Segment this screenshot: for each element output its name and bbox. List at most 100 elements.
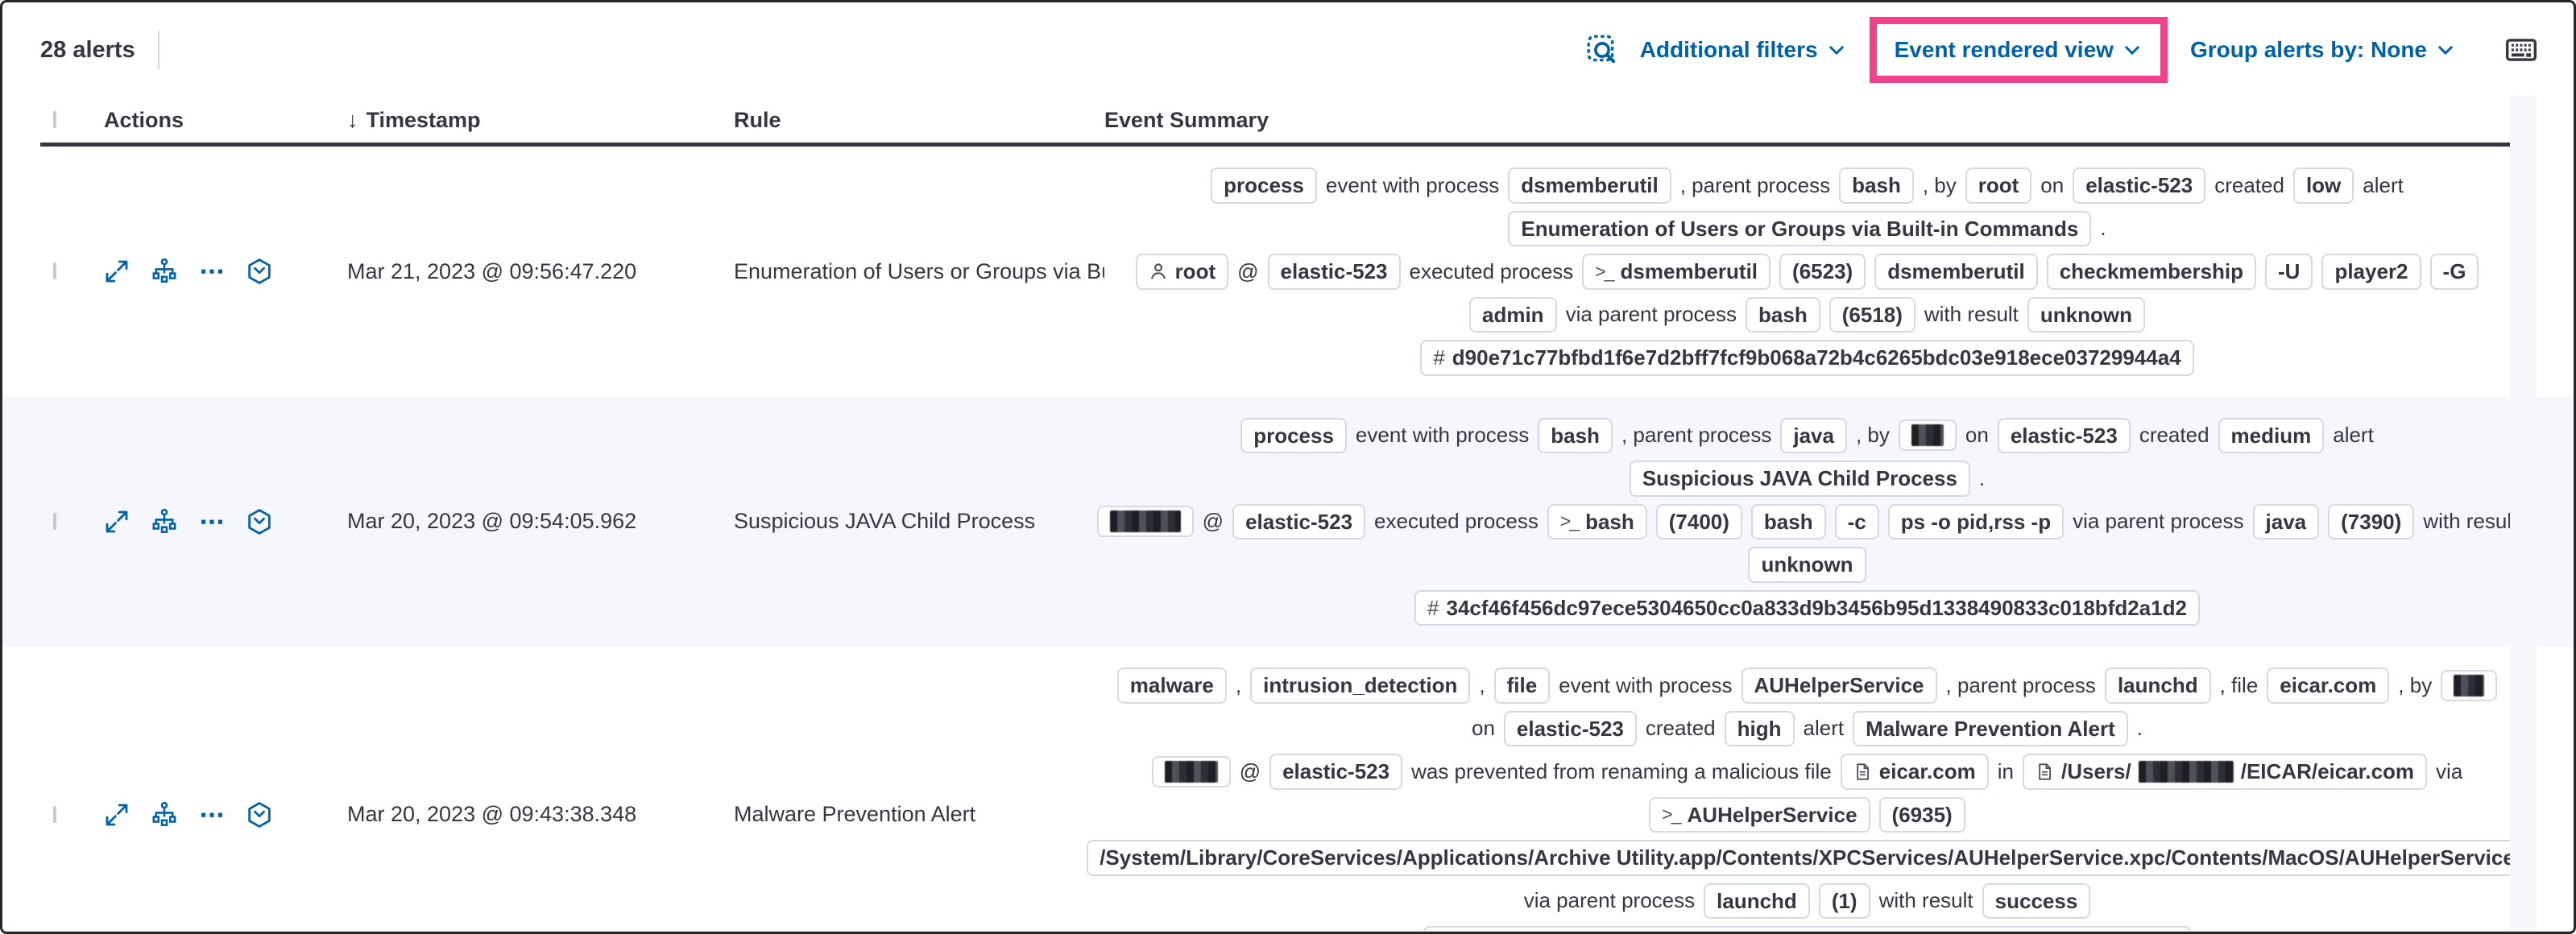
event-summary-badge[interactable]: (7390) [2328, 503, 2415, 539]
analyze-event-button[interactable] [151, 258, 178, 285]
event-summary-badge[interactable]: admin [1468, 296, 1557, 333]
event-summary-badge[interactable]: Suspicious JAVA Child Process [1629, 461, 1970, 497]
event-summary-badge[interactable]: unknown [2027, 296, 2145, 333]
event-summary-badge[interactable]: player2 [2321, 254, 2421, 290]
event-summary-badge[interactable]: java [2252, 503, 2320, 539]
row-checkbox[interactable] [53, 512, 56, 530]
user-icon [1149, 262, 1168, 281]
event-summary-badge[interactable]: elastic-523 [1269, 754, 1403, 790]
view-selector-button[interactable]: Event rendered view [1895, 37, 2143, 63]
event-summary-badge[interactable]: intrusion_detection [1250, 667, 1471, 704]
analyze-event-button[interactable] [151, 508, 178, 535]
event-summary-badge[interactable]: elastic-523 [1503, 710, 1637, 746]
summary-text: via parent process [2073, 509, 2244, 534]
event-summary-badge[interactable]: launchd [2104, 667, 2211, 704]
additional-filters-button[interactable]: Additional filters [1640, 37, 1847, 63]
event-summary-badge[interactable]: process [1211, 167, 1317, 204]
event-summary-badge[interactable]: launchd [1704, 882, 1810, 919]
event-summary-badge[interactable]: java [1780, 417, 1847, 453]
event-summary-badge[interactable]: eicar.com [2267, 667, 2390, 704]
row-checkbox[interactable] [53, 805, 56, 823]
event-summary-badge[interactable]: Enumeration of Users or Groups via Built… [1508, 210, 2092, 246]
event-summary-badge[interactable]: >_AUHelperService [1649, 796, 1870, 833]
event-summary-badge[interactable]: #275a021bbfb6489e54d471899f7db9d1663fc69… [1423, 926, 2192, 932]
event-summary-badge[interactable]: /Users//EICAR/eicar.com [2023, 754, 2428, 790]
event-summary-badge[interactable]: /System/Library/CoreServices/Application… [1087, 840, 2528, 876]
session-view-button[interactable] [246, 508, 273, 535]
event-summary-badge[interactable]: file [1493, 667, 1551, 704]
event-summary-badge[interactable] [1151, 755, 1231, 787]
expand-alert-button[interactable] [104, 258, 130, 284]
event-summary-badge[interactable]: (6935) [1878, 796, 1965, 833]
summary-line: Enumeration of Users or Groups via Built… [1104, 210, 2510, 246]
group-alerts-button[interactable]: Group alerts by: None [2190, 37, 2456, 63]
redacted-value [1911, 424, 1944, 447]
event-summary-badge[interactable]: success [1982, 882, 2091, 919]
event-summary-badge[interactable]: (6523) [1779, 254, 1866, 290]
chevron-down-icon [2125, 46, 2139, 56]
event-summary-badge[interactable]: low [2292, 167, 2354, 204]
event-summary-badge[interactable]: -c [1834, 503, 1879, 539]
column-header-timestamp[interactable]: ↓Timestamp [347, 107, 481, 132]
event-summary-badge[interactable]: #d90e71c77bfbd1f6e7d2bff7fcf9b068a72b4c6… [1420, 340, 2194, 376]
event-summary-badge[interactable]: (6518) [1828, 296, 1915, 333]
rule-cell: Enumeration of Users or Groups via Bui [734, 258, 1104, 283]
header-divider [40, 143, 2510, 147]
event-summary-badge[interactable]: #34cf46f456dc97ece5304650cc0a833d9b3456b… [1414, 589, 2200, 626]
event-summary-badge[interactable] [2441, 669, 2498, 701]
more-actions-button[interactable] [199, 509, 225, 535]
event-summary-badge[interactable]: unknown [1748, 547, 1866, 583]
event-summary-badge[interactable]: root [1965, 167, 2032, 204]
event-summary-badge[interactable]: malware [1116, 667, 1227, 704]
event-summary-badge[interactable]: ps -o pid,rss -p [1887, 503, 2065, 539]
event-summary-badge[interactable]: eicar.com [1840, 754, 1989, 790]
event-summary-badge[interactable]: elastic-523 [1232, 503, 1366, 539]
event-summary-badge[interactable]: process [1240, 417, 1347, 453]
session-view-button[interactable] [246, 801, 273, 829]
event-summary-badge[interactable]: dsmemberutil [1508, 167, 1671, 204]
event-summary-badge[interactable]: bash [1538, 417, 1613, 453]
keyboard-shortcuts-icon[interactable] [2504, 33, 2538, 67]
additional-filters-label: Additional filters [1639, 37, 1818, 62]
summary-text: on [2040, 172, 2065, 197]
event-summary-badge[interactable]: (7400) [1655, 503, 1742, 539]
event-summary-badge[interactable]: Malware Prevention Alert [1853, 710, 2128, 746]
event-summary-badge[interactable]: bash [1839, 167, 1914, 204]
event-summary-badge[interactable]: AUHelperService [1741, 667, 1937, 704]
group-alerts-label: Group alerts by: None [2189, 37, 2427, 62]
alerts-count: 28 alerts [40, 36, 135, 63]
event-summary-badge[interactable]: elastic-523 [1997, 417, 2131, 453]
event-summary-badge[interactable]: bash [1746, 296, 1820, 333]
inspect-icon[interactable] [1585, 33, 1619, 67]
session-view-button[interactable] [246, 258, 273, 285]
expand-alert-button[interactable] [104, 802, 130, 828]
vertical-scrollbar[interactable] [2510, 96, 2537, 928]
event-summary-badge[interactable]: high [1724, 710, 1795, 746]
row-checkbox[interactable] [53, 262, 56, 280]
event-summary-badge[interactable]: elastic-523 [2073, 167, 2206, 204]
summary-text: , parent process [1679, 172, 1831, 197]
event-summary-badge[interactable]: >_dsmemberutil [1582, 254, 1771, 290]
more-actions-button[interactable] [199, 258, 225, 284]
event-summary-badge[interactable]: checkmembership [2046, 254, 2257, 290]
select-all-checkbox[interactable] [53, 111, 56, 128]
event-summary-badge[interactable]: bash [1750, 503, 1826, 539]
summary-text: , by [1922, 172, 1957, 197]
hash-icon: # [1433, 345, 1445, 370]
event-summary-badge[interactable]: dsmemberutil [1874, 254, 2038, 290]
highlight-box: Event rendered view [1869, 17, 2168, 83]
event-summary-badge[interactable]: (1) [1818, 882, 1870, 919]
event-summary-badge[interactable]: -G [2429, 254, 2479, 290]
event-summary-badge[interactable] [1898, 419, 1957, 452]
event-summary-badge[interactable]: -U [2265, 254, 2313, 290]
expand-alert-button[interactable] [104, 509, 130, 535]
event-summary-badge[interactable]: >_bash [1547, 503, 1647, 539]
event-summary-badge[interactable] [1096, 506, 1194, 538]
event-summary-badge[interactable]: root [1135, 254, 1229, 290]
event-summary-badge[interactable]: elastic-523 [1267, 254, 1401, 290]
more-actions-button[interactable] [199, 802, 225, 828]
analyze-event-button[interactable] [151, 801, 178, 829]
event-summary-badge[interactable]: medium [2218, 417, 2325, 453]
